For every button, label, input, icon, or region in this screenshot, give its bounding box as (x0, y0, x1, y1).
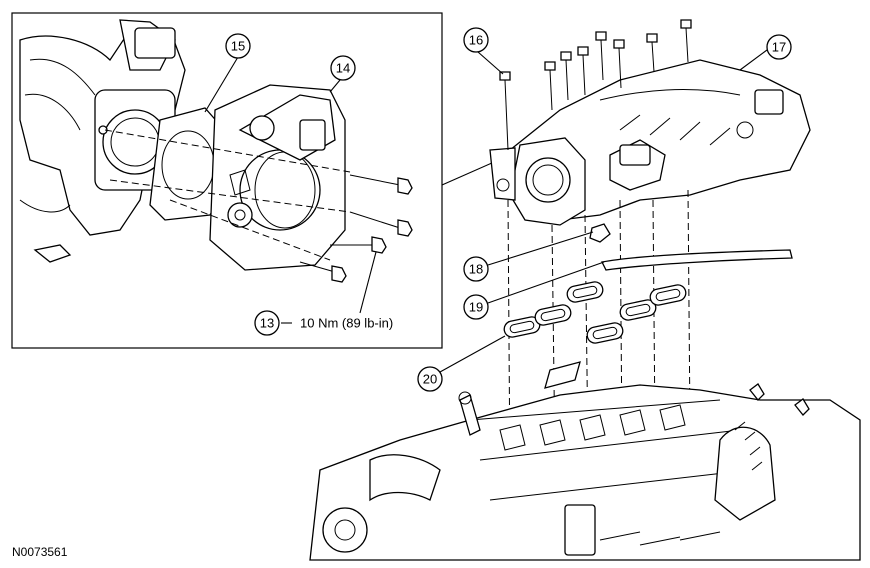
callout-17-circle (766, 34, 792, 60)
callout-13: 13 (260, 316, 274, 331)
callout-19-circle (463, 294, 489, 320)
callout-20-circle (417, 366, 443, 392)
callout-17: 17 (772, 40, 786, 55)
inset-frame (11, 12, 443, 349)
intake-gaskets (503, 281, 687, 344)
callout-19: 19 (469, 300, 483, 315)
throttle-body-bolts (104, 129, 413, 283)
callout-18: 18 (469, 262, 483, 277)
callout-15: 15 (231, 39, 245, 54)
callout-16: 16 (469, 33, 483, 48)
throttle-body (209, 84, 346, 271)
callout-15-circle (225, 33, 251, 59)
callout-14: 14 (336, 61, 350, 76)
vacuum-fitting (589, 223, 611, 243)
assembled-throttle-body (489, 137, 586, 226)
callout-14-circle (330, 55, 356, 81)
callout-18-circle (463, 256, 489, 282)
inset-manifold-fragment (19, 19, 186, 263)
vacuum-hose (601, 249, 793, 271)
callout-16-circle (463, 27, 489, 53)
lower-engine-assembly (309, 361, 861, 561)
callout-13-circle (254, 310, 280, 336)
torque-spec: 10 Nm (89 lb-in) (300, 316, 393, 331)
figure-id: N0073561 (12, 545, 68, 559)
callout-20: 20 (423, 372, 437, 387)
